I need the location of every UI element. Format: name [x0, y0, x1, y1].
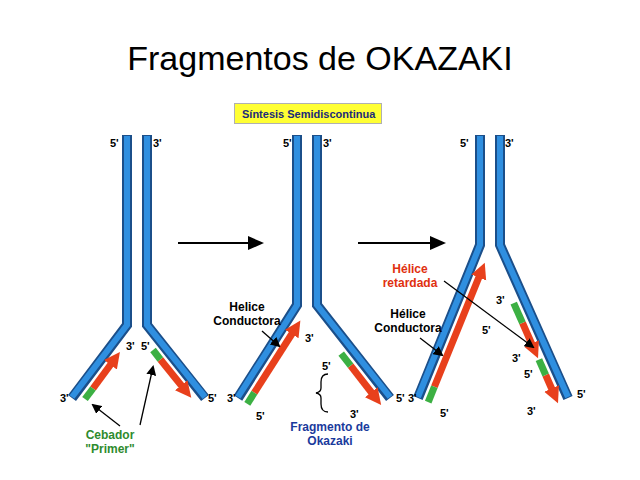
fragment-bracket [316, 374, 328, 412]
strand-end-label: 3' [323, 137, 332, 149]
strand-end-label: 3' [505, 137, 514, 149]
strand-end-label: 5' [396, 392, 405, 404]
strand-end-label: 3' [512, 352, 521, 364]
new-dna-strands [93, 272, 554, 397]
strand-end-label: 3' [227, 392, 236, 404]
strand-end-label: 5' [482, 324, 491, 336]
strand-end-label: 5' [256, 410, 265, 422]
strand-end-label: 3' [408, 392, 417, 404]
strand-end-label: 3' [527, 405, 536, 417]
rna-primers [85, 303, 546, 404]
strand-end-label: 5' [322, 360, 331, 372]
callout-label: Fragmento de Okazaki [282, 420, 378, 448]
strand-end-label: 3' [496, 294, 505, 306]
highlight-box: Síntesis Semidiscontinua [234, 103, 382, 124]
box-text: Síntesis Semidiscontinua [242, 108, 374, 121]
strand-end-label: 3' [60, 392, 69, 404]
strand-end-label: 5' [524, 368, 533, 380]
strand-end-label: 5' [460, 137, 469, 149]
strand-end-label: 5' [440, 407, 449, 419]
strand-end-label: 3' [350, 408, 359, 420]
strand-end-label: 5' [208, 392, 217, 404]
strand-end-label: 3' [153, 137, 162, 149]
callout-label: Hélice retardada [372, 262, 448, 290]
strand-end-label: 5' [577, 388, 586, 400]
callout-label: Hélice Conductora [372, 307, 444, 335]
callout-label: Helice Conductora [208, 300, 286, 328]
strand-end-label: 5' [141, 340, 150, 352]
strand-end-label: 3' [305, 332, 314, 344]
strand-end-label: 5' [283, 137, 292, 149]
callout-label: Cebador "Primer" [75, 428, 145, 456]
title-text: Fragmentos de OKAZAKI [127, 39, 513, 77]
strand-end-label: 5' [110, 137, 119, 149]
dna-strands [72, 135, 568, 398]
leader-lines [93, 281, 533, 426]
strand-end-label: 3' [126, 340, 135, 352]
page-title: Fragmentos de OKAZAKI [0, 38, 640, 78]
step-arrows [178, 242, 442, 244]
